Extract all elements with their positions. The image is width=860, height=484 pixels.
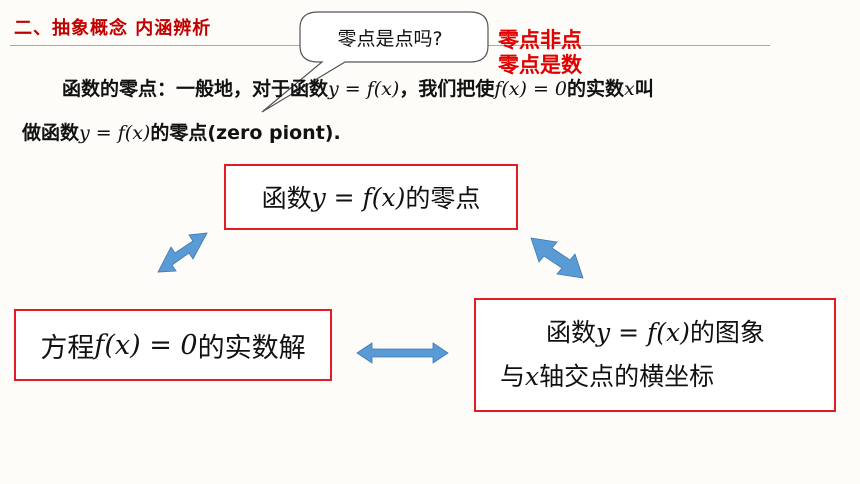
box-zero-prefix: 函数 [261,184,312,213]
definition-line2-lead: 做函数 [22,122,80,144]
definition-line-1: 函数的零点：一般地，对于函数y = f(x)，我们把使f(x) = 0的实数x叫 [62,74,654,101]
definition-function: y = f(x) [328,78,400,100]
box-equation-formula: f(x) = 0 [94,329,198,361]
section-title: 二、抽象概念 内涵辨析 [14,18,212,39]
box-graph-line2-prefix: 与 [500,362,526,391]
double-arrow-zero-equation-icon [157,232,208,273]
box-graph-line-2: 与x轴交点的横坐标 [500,355,714,399]
box-graph-line2-suffix: 轴交点的横坐标 [539,362,715,391]
box-equation-prefix: 方程 [40,332,95,364]
definition-mid: ，我们把使 [399,78,495,100]
box-graph-variable: x [525,362,540,391]
definition-function-2: y = f(x) [79,122,151,144]
box-graph-suffix: 的图象 [689,318,765,347]
definition-tail: 的实数 [567,78,625,100]
note-not-point: 零点非点 [498,28,582,52]
box-zero-suffix: 的零点 [405,184,481,213]
definition-condition: f(x) = 0 [494,78,568,100]
definition-lead: 函数的零点：一般地，对于函数 [62,78,329,100]
definition-end: 叫 [634,78,654,100]
box-graph-line-1: 函数y = f(x)的图象 [500,311,765,355]
definition-variable: x [624,78,635,100]
box-zero-function: y = f(x) [311,182,406,212]
double-arrow-zero-graph-icon [530,237,584,279]
box-equation-suffix: 的实数解 [197,332,306,364]
definition-line2-tail: 的零点(zero piont). [150,122,341,144]
box-graph-intersection: 函数y = f(x)的图象 与x轴交点的横坐标 [474,298,836,412]
note-is-number: 零点是数 [498,53,582,77]
box-graph-prefix: 函数 [546,318,597,347]
definition-line-2: 做函数y = f(x)的零点(zero piont). [22,118,341,145]
double-arrow-equation-graph-icon [356,342,449,364]
callout-question: 零点是点吗? [337,27,443,50]
box-graph-function: y = f(x) [596,318,690,347]
